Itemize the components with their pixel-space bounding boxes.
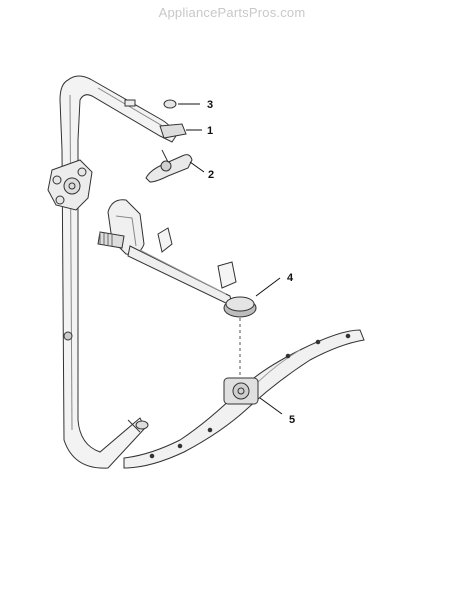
part-1-mount <box>159 123 187 139</box>
part-4-hub <box>223 296 257 318</box>
callout-3: 3 <box>207 99 213 111</box>
part-3-cap <box>163 99 177 109</box>
leader-lines <box>178 103 283 415</box>
conduit-manifold <box>97 199 237 307</box>
callout-4: 4 <box>287 272 294 284</box>
tube-clip-assembly <box>47 159 93 211</box>
part-2-bracket <box>145 149 193 183</box>
part-5-lower-spray-arm <box>123 329 365 469</box>
callout-1: 1 <box>207 125 213 137</box>
watermark-text: AppliancePartsPros.com <box>158 5 306 20</box>
callout-2: 2 <box>208 169 214 181</box>
callout-5: 5 <box>289 414 295 426</box>
water-supply-tube <box>59 75 177 469</box>
